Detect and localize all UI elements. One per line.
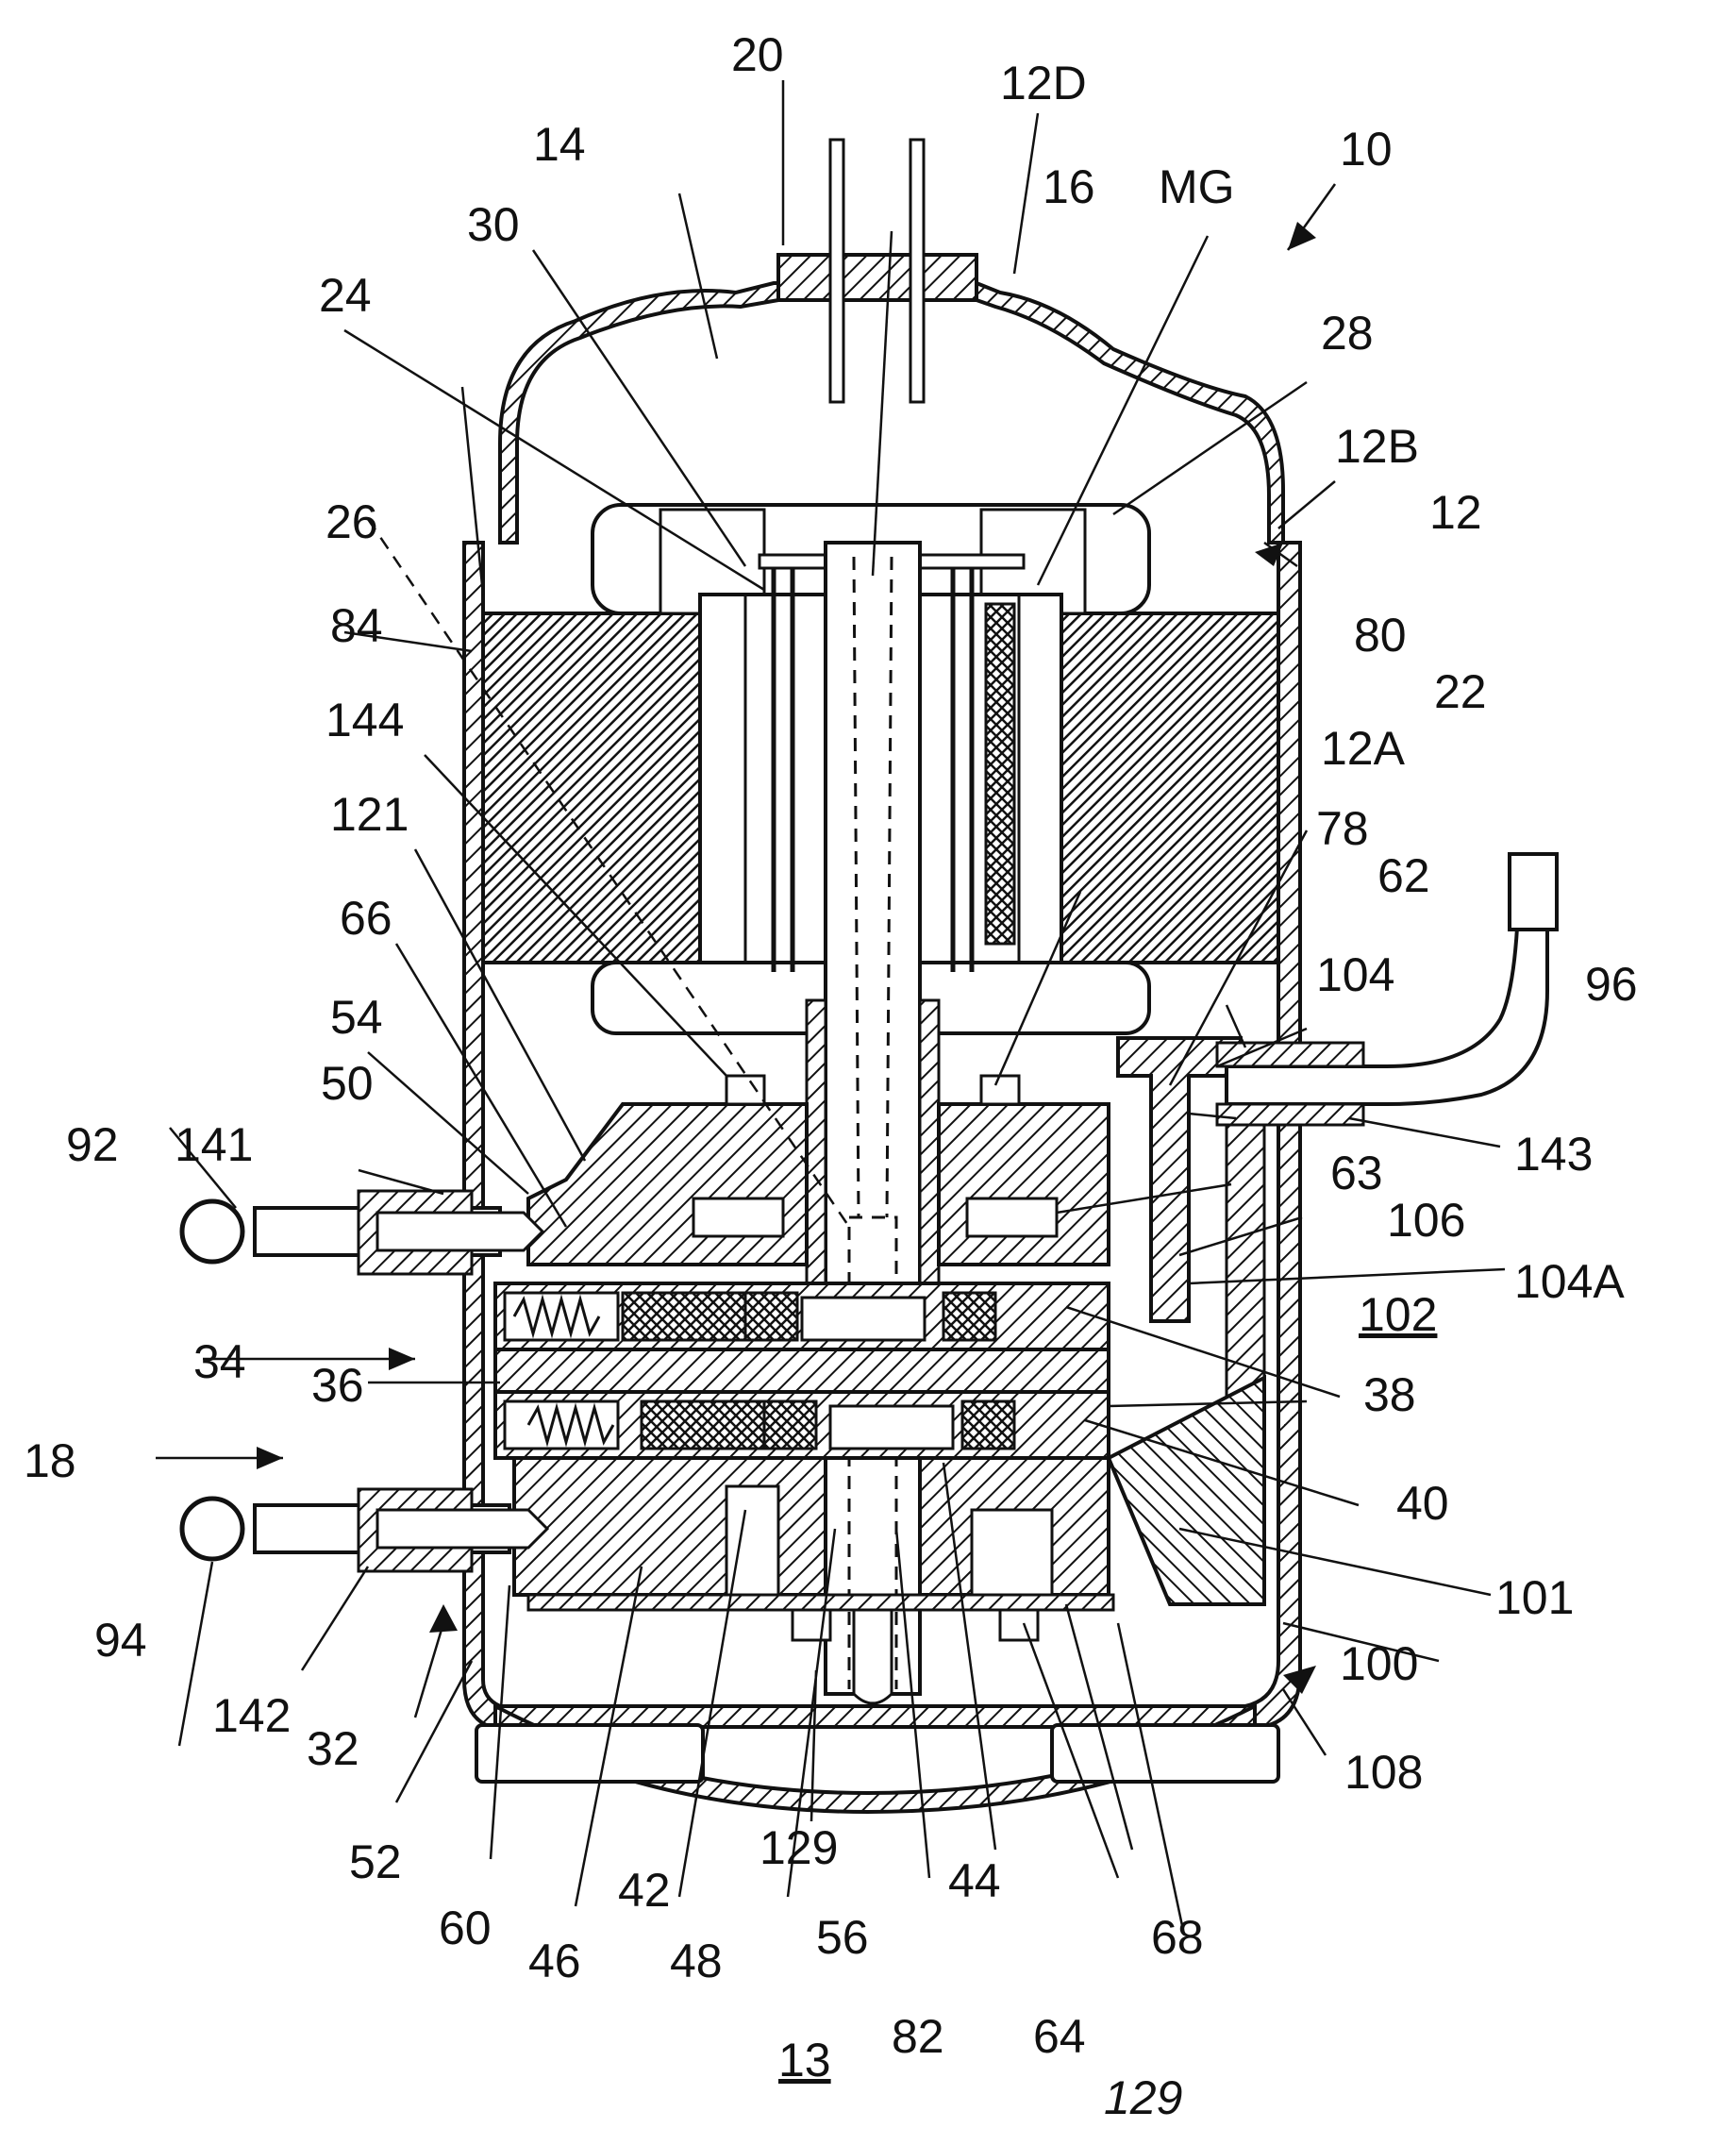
label-108: 108 xyxy=(1344,1746,1423,1799)
label-104: 104 xyxy=(1316,948,1394,1001)
label-44: 44 xyxy=(948,1854,1001,1907)
suction-pipe-upper xyxy=(179,1189,545,1276)
label-12: 12 xyxy=(1429,486,1482,539)
label-10: 10 xyxy=(1340,123,1393,176)
label-20: 20 xyxy=(731,28,784,81)
label-66: 66 xyxy=(340,892,392,945)
label-92: 92 xyxy=(66,1118,119,1171)
discharge-pipe xyxy=(1215,852,1559,1127)
motor-stator-right xyxy=(1060,612,1280,964)
label-40: 40 xyxy=(1396,1477,1449,1530)
upper-bearing xyxy=(526,998,1110,1285)
upper-shell xyxy=(498,281,1285,545)
arrowheads xyxy=(257,222,1316,1694)
label-54: 54 xyxy=(330,991,383,1044)
label-MG: MG xyxy=(1159,160,1235,213)
label-68: 68 xyxy=(1151,1911,1204,1964)
label-78: 78 xyxy=(1316,802,1369,855)
label-24: 24 xyxy=(319,269,372,322)
label-42: 42 xyxy=(618,1864,671,1917)
label-64: 64 xyxy=(1033,2010,1086,2063)
label-63: 63 xyxy=(1330,1147,1383,1199)
label-32: 32 xyxy=(307,1722,359,1775)
main-shell xyxy=(462,541,1302,1729)
label-12A: 12A xyxy=(1321,722,1406,775)
label-84: 84 xyxy=(330,599,383,652)
suction-pipe-lower xyxy=(179,1487,550,1573)
label-102: 102 xyxy=(1359,1288,1437,1341)
label-60: 60 xyxy=(439,1902,492,1954)
label-100: 100 xyxy=(1340,1637,1418,1690)
label-144: 144 xyxy=(326,694,404,746)
label-101: 101 xyxy=(1495,1571,1574,1624)
label-143: 143 xyxy=(1514,1128,1593,1181)
label-96: 96 xyxy=(1585,958,1638,1011)
bottom-shell xyxy=(475,1702,1280,1815)
label-94: 94 xyxy=(94,1614,147,1667)
label-12D: 12D xyxy=(1000,57,1087,109)
label-22: 22 xyxy=(1434,665,1487,718)
label-129-right: 129 xyxy=(1104,2071,1182,2124)
terminal-block xyxy=(776,138,978,404)
label-30: 30 xyxy=(467,198,520,251)
motor-stator-left xyxy=(481,612,702,964)
label-141: 141 xyxy=(175,1118,253,1171)
label-129-left: 129 xyxy=(760,1821,838,1874)
reference-labels: 20 12D 10 14 16 MG 30 24 28 12B 12 26 84… xyxy=(24,28,1638,2124)
label-16: 16 xyxy=(1043,160,1095,213)
intermediate-plate xyxy=(493,1348,1110,1394)
label-52: 52 xyxy=(349,1835,402,1888)
label-36: 36 xyxy=(311,1359,364,1412)
crankshaft xyxy=(824,541,922,1696)
label-121: 121 xyxy=(330,788,409,841)
leader-lines xyxy=(156,80,1506,1936)
label-104A: 104A xyxy=(1514,1255,1625,1308)
label-13: 13 xyxy=(778,2034,831,2086)
label-48: 48 xyxy=(670,1935,723,1987)
label-142: 142 xyxy=(212,1689,291,1742)
upper-cylinder xyxy=(493,1282,1110,1351)
label-106: 106 xyxy=(1387,1194,1465,1247)
lower-bearing xyxy=(512,1456,1115,1705)
label-18: 18 xyxy=(24,1434,76,1487)
oil-separator xyxy=(1106,1036,1266,1606)
label-14: 14 xyxy=(533,118,586,171)
lower-cylinder xyxy=(493,1390,1110,1460)
label-12B: 12B xyxy=(1335,420,1419,473)
label-82: 82 xyxy=(892,2010,944,2063)
label-34: 34 xyxy=(193,1335,246,1388)
label-80: 80 xyxy=(1354,609,1407,662)
label-56: 56 xyxy=(816,1911,869,1964)
label-46: 46 xyxy=(528,1935,581,1987)
label-62: 62 xyxy=(1377,849,1430,902)
label-50: 50 xyxy=(321,1057,374,1110)
label-26: 26 xyxy=(326,495,378,548)
label-38: 38 xyxy=(1363,1368,1416,1421)
label-28: 28 xyxy=(1321,307,1374,360)
